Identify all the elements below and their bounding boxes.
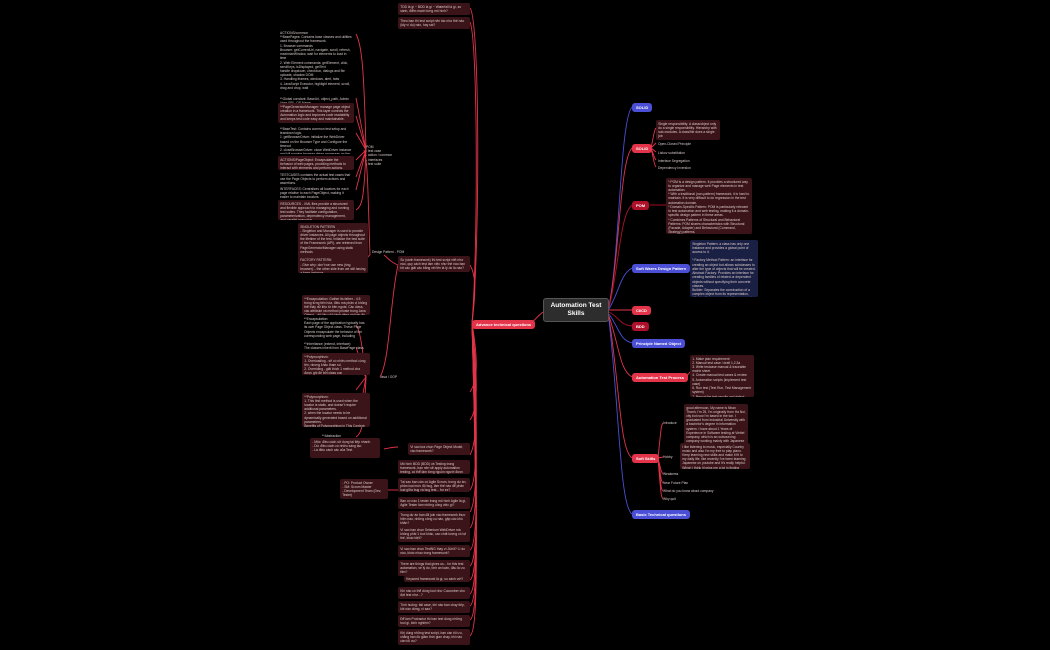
automation-process-steps[interactable]: 1. Make plan requirement 2. Manual test … (690, 355, 754, 397)
question-8[interactable]: There are things that gives us... for th… (398, 560, 470, 576)
soft-why-quit[interactable]: Why quit (663, 497, 676, 501)
root-node[interactable]: Automation Test Skills (543, 298, 609, 322)
question-7[interactable]: Vì sao bạn chọn TestNG thay vì JUnit? Lí… (398, 545, 470, 557)
pom-note-page-generator[interactable]: **PageGeneratorManager: manage page obje… (278, 103, 354, 123)
pom-note-testcases[interactable]: TESTCASES contains the actual test cases… (280, 173, 351, 186)
question-10[interactable]: Khi nào có thể dùng tool như Cucumber ch… (398, 587, 470, 599)
pom-note-base-test[interactable]: **BaseTest: Contains common test setup a… (280, 127, 352, 154)
soft-introduce[interactable]: Introduce (663, 421, 677, 425)
label-design-pattern-pom[interactable]: Design Pattern - POM (372, 250, 405, 254)
node-advance-technical-questions[interactable]: Advance technical questions (472, 320, 536, 330)
oop-abstraction[interactable]: **Abstraction (322, 434, 342, 438)
question-2[interactable]: Mô hình BDD (BDD) và Testing trong frame… (398, 460, 470, 474)
note-singleton-factory[interactable]: SINGLETON PATTERN - Singleton and Manage… (298, 223, 368, 273)
pom-note-actions-common[interactable]: ACTIONS/common **BasePages: Contains bas… (280, 31, 352, 90)
pom-description[interactable]: * POM is a design pattern. It provides a… (666, 178, 752, 234)
soft-company[interactable]: What do you know about company (663, 489, 714, 493)
oop-abstraction-list[interactable]: - Mộc: điều cách sử dụng tại tiệp nhanh.… (310, 438, 380, 458)
question-tdd-bdd[interactable]: TDD là gì ~ BDD là gì ~ Waterfall là gì,… (398, 3, 470, 15)
question-5[interactable]: Trong dự án bạn đã join vào framework th… (398, 511, 470, 527)
oop-note-polymorphism-1[interactable]: **Polymorphism: 1. Overloading - sẽ có n… (302, 353, 370, 375)
node-solid-1[interactable]: SOLID (632, 103, 653, 113)
soft-hobby-text[interactable]: I like listening to music, especially Co… (680, 443, 750, 469)
node-principle-named-object[interactable]: Principle Named Object (632, 339, 685, 349)
oop-note-polymorphism-2[interactable]: **Polymorphism: 1. This first method is … (302, 393, 370, 427)
solid-interface-segregation[interactable]: Interface Segregation (658, 159, 690, 163)
node-automation-test-process[interactable]: Automation Test Process (632, 373, 688, 383)
oop-note-encapsulation-2[interactable]: **Encapsulation: Each page of the applic… (304, 317, 365, 338)
pom-note-page-object[interactable]: ACTIONS/PageObject: Encapsulate the beha… (278, 156, 354, 170)
question-4[interactable]: Bạn có nào 1 tester trong mô hình Agile … (398, 497, 470, 509)
label-java-oop[interactable]: Java / OOP (380, 375, 398, 379)
question-13[interactable]: Khi dùng những test script, bạn cần tối … (398, 629, 470, 645)
question-12[interactable]: Để làm Protractor thì bạn test dùng nhữn… (398, 615, 470, 627)
solid-liskov[interactable]: Liskov substitution (658, 151, 685, 155)
node-basic-technical-questions[interactable]: Basic Technical questions (632, 510, 690, 520)
node-solid-2[interactable]: SOLID (632, 144, 653, 154)
label-pom-structure[interactable]: POM - test case - action / common - inte… (366, 145, 393, 166)
solid-single-responsibility[interactable]: Single responsibility: A class/object on… (656, 120, 720, 141)
question-3[interactable]: Tại sao bạn cần có Agile Scrum, trong dự… (398, 478, 470, 492)
pom-note-resources[interactable]: RESOURCES - XML files provide a structur… (278, 200, 354, 220)
oop-note-encapsulation-1[interactable]: **Encapsulation: Gather its father - 4.5… (302, 295, 370, 315)
node-pom[interactable]: POM (632, 201, 650, 211)
node-soft-skills[interactable]: Soft Skills (632, 454, 660, 464)
question-framework[interactable]: So (sánh framework) thì test script viết… (398, 256, 470, 272)
node-bdd[interactable]: BDD (632, 322, 649, 332)
solid-open-closed[interactable]: Open-Closed Principle (658, 142, 691, 146)
question-6[interactable]: Vì sao bạn chọn Selenium WebDriver mà kh… (398, 526, 470, 542)
question-test-script[interactable]: Theo bạn thì test script nên tác như thế… (398, 17, 470, 29)
question-1[interactable]: Vì sao lựa chọn Page Object Model, vào f… (408, 443, 470, 455)
soft-weakness[interactable]: Weakness (663, 472, 679, 476)
solid-dependency-inversion[interactable]: Dependency Inversion (658, 166, 691, 170)
oop-note-inheritance[interactable]: **Inheritance (extend, interface): The c… (304, 342, 365, 351)
question-9[interactable]: Keyword framework là gì, so sánh với? (404, 575, 470, 583)
soft-hobby[interactable]: Hobby (663, 455, 673, 459)
soft-future-plan[interactable]: Near Future Plan (663, 481, 689, 485)
scrum-team-list[interactable]: - PO: Product Owner - SM: Scrum Master -… (340, 479, 388, 500)
question-11[interactable]: Tình huống: fail case, khi nào bạn chạy … (398, 601, 470, 613)
pom-note-interfaces[interactable]: INTERFACES: Centralizes all locators for… (280, 187, 349, 200)
node-cicd[interactable]: CI/CD (632, 306, 651, 316)
soft-introduce-text[interactable]: good afternoon, My name is Nhan Thanh, I… (684, 404, 748, 444)
node-software-design-pattern[interactable]: Soft Wares Design Pattern (632, 264, 691, 274)
design-pattern-description[interactable]: Singleton Pattern: a class has only one … (690, 240, 758, 297)
